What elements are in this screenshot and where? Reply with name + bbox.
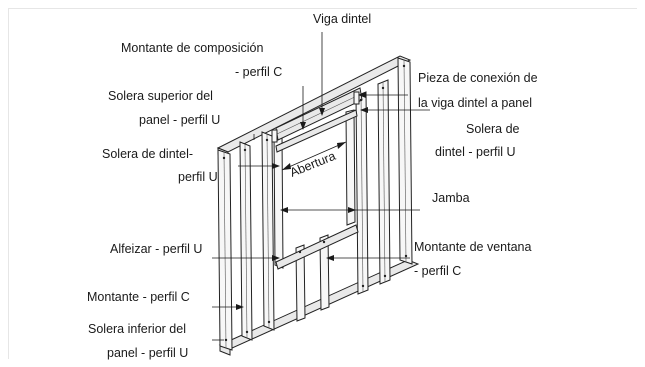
king-stud-right-flange xyxy=(360,93,364,293)
screws xyxy=(222,64,408,342)
label-montante-ventana-line2: - perfil C xyxy=(414,264,461,278)
label-solera-dintel-right-line1: Solera de xyxy=(466,122,520,136)
label-solera-superior-line1: Solera superior del xyxy=(108,89,213,103)
label-montante-ventana-line1: Montante de ventana xyxy=(414,240,531,254)
sill-track xyxy=(275,224,359,270)
connection-piece-right xyxy=(353,91,360,105)
stud-2-flange xyxy=(244,143,248,339)
label-abertura: Abertura xyxy=(288,149,338,180)
label-solera-dintel-left-line2: perfil U xyxy=(178,170,218,184)
label-montante: Montante - perfil C xyxy=(87,290,190,304)
label-solera-inferior-line2: panel - perfil U xyxy=(107,346,188,360)
label-solera-superior-line2: panel - perfil U xyxy=(139,113,220,127)
labels: Viga dintel Montante de composición - pe… xyxy=(87,12,538,360)
label-pieza-conexion-line1: Pieza de conexión de xyxy=(418,71,538,85)
jamb-right xyxy=(345,109,356,226)
right-end-stud-flange xyxy=(403,59,407,263)
opening-arrow-right xyxy=(337,142,346,149)
connection-piece-left xyxy=(271,129,278,143)
image-border xyxy=(8,8,637,359)
label-solera-dintel-right-line2: dintel - perfil U xyxy=(435,145,516,159)
left-end-stud-flange xyxy=(223,151,227,349)
label-solera-inferior-line1: Solera inferior del xyxy=(88,322,186,336)
cripple-stud-2 xyxy=(319,234,330,311)
leader-lines xyxy=(212,32,430,341)
wall-panel-structure xyxy=(216,55,420,356)
label-alfeizar: Alfeizar - perfil U xyxy=(110,242,202,256)
cripple-stud-1 xyxy=(295,244,306,322)
opening-dimension-line xyxy=(281,141,347,171)
header-beam-flange xyxy=(276,93,362,135)
label-montante-composicion-line1: Montante de composición xyxy=(121,41,263,55)
label-montante-composicion-line2: - perfil C xyxy=(235,65,282,79)
label-solera-dintel-left-line1: Solera de dintel- xyxy=(102,147,193,161)
label-pieza-conexion-line2: la viga dintel a panel xyxy=(418,96,532,110)
jamb-left xyxy=(273,131,284,269)
label-viga-dintel: Viga dintel xyxy=(313,12,371,26)
stud-right-2-flange xyxy=(382,81,386,283)
opening-arrow-left xyxy=(282,163,291,170)
label-jamba: Jamba xyxy=(432,191,470,205)
header-track xyxy=(275,109,358,153)
